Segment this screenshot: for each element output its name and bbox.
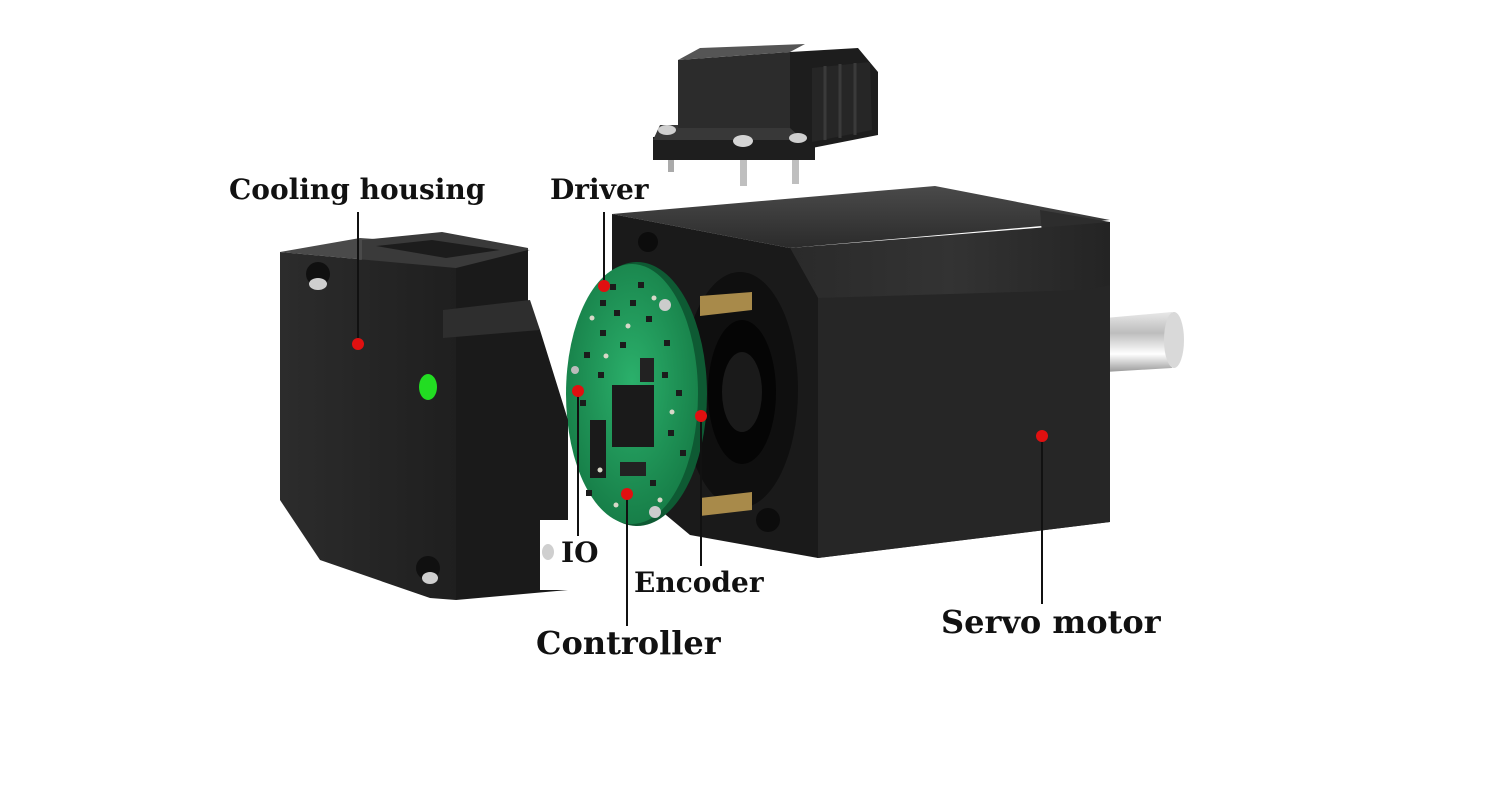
connector-part xyxy=(653,44,878,186)
marker-io xyxy=(572,385,584,397)
cooling-housing-part xyxy=(280,232,568,600)
label-cooling-housing: Cooling housing xyxy=(229,173,486,206)
marker-cooling-housing xyxy=(352,338,364,350)
label-servo-motor: Servo motor xyxy=(941,603,1161,641)
marker-controller xyxy=(621,488,633,500)
marker-encoder xyxy=(695,410,707,422)
marker-driver xyxy=(598,280,610,292)
servo-motor-part xyxy=(612,186,1184,558)
led-indicator-icon xyxy=(419,374,437,400)
leader-lines xyxy=(357,212,1043,626)
label-encoder: Encoder xyxy=(634,566,764,599)
label-driver: Driver xyxy=(550,173,649,206)
marker-servo-motor xyxy=(1036,430,1048,442)
pcb-part xyxy=(566,262,707,526)
label-controller: Controller xyxy=(536,624,721,662)
label-io: IO xyxy=(561,536,599,569)
